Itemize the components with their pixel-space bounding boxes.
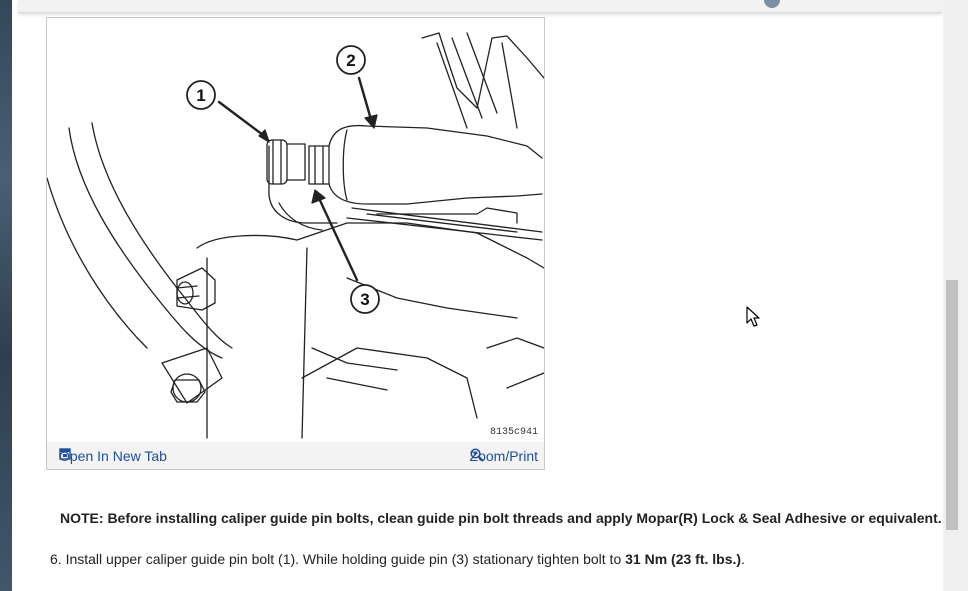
- caliper-illustration: 1 2 3: [47, 32, 544, 439]
- callout-1: 1: [196, 86, 205, 105]
- callout-2: 2: [346, 51, 355, 70]
- callout-3: 3: [360, 290, 369, 309]
- scrollbar-thumb[interactable]: [946, 280, 958, 530]
- zoom-print-label: Zoom/Print: [469, 448, 538, 464]
- step-6-suffix: .: [741, 551, 745, 567]
- figure-toolbar: Open In New Tab Zoom/Print: [47, 442, 544, 469]
- open-new-tab-label: Open In New Tab: [59, 448, 167, 464]
- diagram-figure: 1 2 3 8135c941 Open In New Tab Zoom/Prin…: [46, 17, 545, 470]
- step-6: 6. Install upper caliper guide pin bolt …: [50, 551, 745, 567]
- note-text: NOTE: Before installing caliper guide pi…: [60, 510, 942, 526]
- open-new-tab-link[interactable]: Open In New Tab: [59, 448, 167, 464]
- zoom-icon: [469, 448, 484, 462]
- zoom-print-link[interactable]: Zoom/Print: [470, 448, 538, 464]
- torque-value: 31 Nm (23 ft. lbs.): [625, 551, 742, 567]
- figure-code: 8135c941: [489, 427, 538, 438]
- open-tab-icon: [59, 448, 71, 460]
- toolbar-user-icon[interactable]: [764, 0, 780, 8]
- step-6-text: 6. Install upper caliper guide pin bolt …: [50, 551, 626, 567]
- top-toolbar: [18, 0, 942, 13]
- mouse-cursor-icon: [746, 306, 760, 327]
- desktop-edge: [0, 0, 12, 591]
